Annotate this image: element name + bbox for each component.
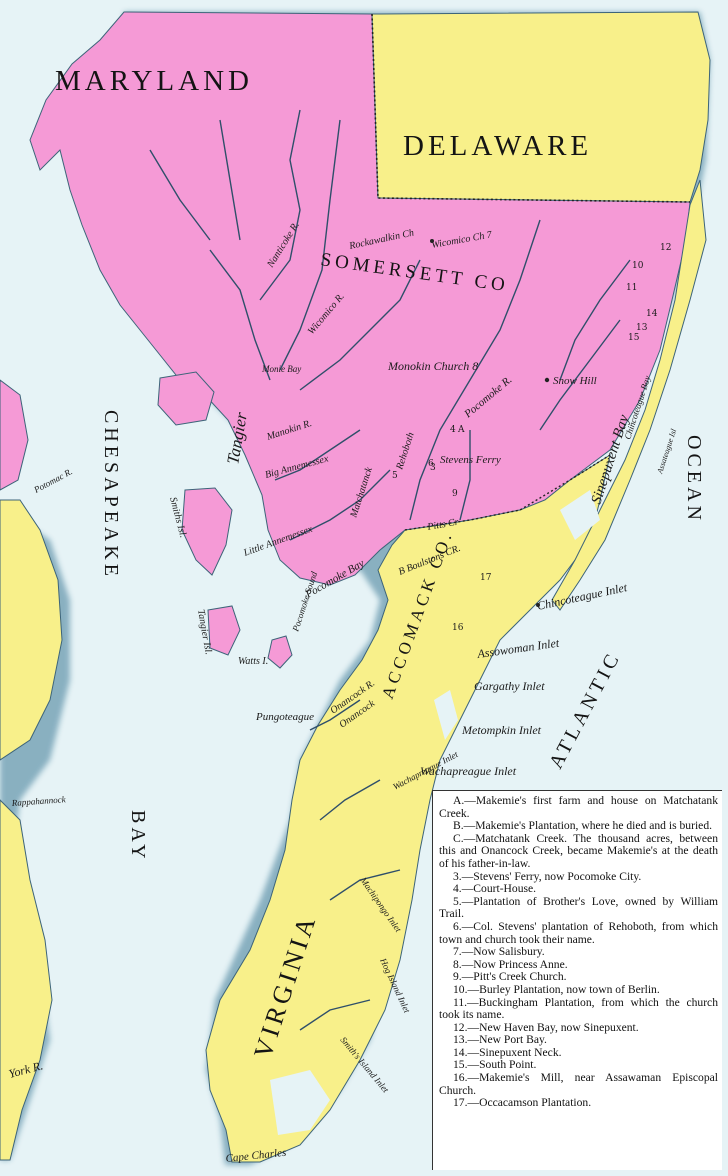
western-shore-south [0, 799, 53, 1161]
legend-entry: 13.—New Port Bay. [453, 1033, 547, 1047]
marker-14: 14 [646, 309, 658, 319]
marker-11: 11 [626, 283, 637, 293]
watts-island [267, 635, 293, 669]
legend: A.—Makemie's first farm and house on Mat… [432, 790, 722, 1170]
legend-entry: 16.—Makemie's Mill, near Assawaman Episc… [439, 1071, 718, 1097]
legend-entry: 12.—New Haven Bay, now Sinepuxent. [453, 1020, 639, 1034]
legend-entry: 7.—Now Salisbury. [453, 945, 545, 959]
label-pungoteague: Pungoteague [255, 711, 314, 723]
legend-entry: A.—Makemie's first farm and house on Mat… [439, 794, 718, 820]
marker-12: 12 [660, 243, 671, 253]
western-shore-north [0, 499, 63, 761]
legend-entry: 17.—Occacamson Plantation. [453, 1096, 592, 1110]
maryland-region [29, 11, 691, 586]
legend-entry: 3.—Stevens' Ferry, now Pocomoke City. [453, 869, 642, 883]
legend-entry: 8.—Now Princess Anne. [453, 957, 568, 971]
marker-6: 6 [428, 459, 434, 469]
legend-entry: 11.—Buckingham Plantation, from which th… [439, 995, 718, 1022]
marker-9: 9 [452, 489, 458, 499]
town-wicomico [430, 239, 434, 243]
legend-entry: 5.—Plantation of Brother's Love, owned b… [439, 894, 718, 921]
legend-entry: 9.—Pitt's Creek Church. [453, 970, 567, 984]
western-shore-pink [0, 379, 29, 491]
number-markers: 3 4 5 6 9 10 11 12 13 14 15 16 17 A [392, 243, 671, 633]
assateague-island [551, 179, 707, 611]
town-chincoteague [536, 603, 540, 607]
virginia-boundary [404, 454, 611, 531]
label-rappahannock: Rappahannock [10, 794, 67, 808]
label-monie: Monie Bay [261, 364, 301, 374]
marker-3: 3 [430, 463, 436, 473]
legend-entry: 15.—South Point. [453, 1058, 537, 1072]
bloodsworth-island [157, 371, 215, 426]
legend-entry: 10.—Burley Plantation, now town of Berli… [453, 982, 660, 996]
marker-10: 10 [632, 261, 644, 271]
tangier-island [207, 605, 241, 656]
label-delaware: DELAWARE [403, 130, 592, 162]
label-ocean: OCEAN [683, 435, 705, 524]
label-chesapeake: CHESAPEAKE [100, 410, 122, 580]
label-metompkin-inlet: Metompkin Inlet [461, 723, 542, 737]
marker-15: 15 [628, 333, 640, 343]
inner-bay [270, 1070, 330, 1135]
marker-13: 13 [636, 323, 648, 333]
legend-entry: B.—Makemie's Plantation, where he died a… [453, 819, 713, 833]
marker-4: 4 [450, 425, 456, 435]
label-snow-hill: Snow Hill [553, 375, 597, 387]
marker-17: 17 [480, 573, 492, 583]
delaware-boundary [371, 13, 691, 203]
inner-bay-3 [560, 490, 600, 540]
marker-16: 16 [452, 623, 464, 633]
label-wachapreague-inlet: Wachapreague Inlet [420, 764, 517, 778]
label-gargathy-inlet: Gargathy Inlet [474, 679, 545, 693]
legend-entry: 4.—Court-House. [453, 882, 537, 896]
virginia-region [205, 453, 611, 1163]
label-monokin-church: Monokin Church 8 [387, 359, 478, 373]
label-watts: Watts I. [238, 656, 268, 667]
label-stevens-ferry: Stevens Ferry [440, 454, 501, 466]
marker-a: A [457, 425, 465, 435]
label-bay: BAY [127, 810, 149, 862]
legend-entry: C.—Matchatank Creek. The thousand acres,… [439, 831, 718, 870]
legend-entry: 6.—Col. Stevens' plantation of Rehoboth,… [439, 919, 718, 946]
legend-entry: 14.—Sinepuxent Neck. [453, 1045, 562, 1059]
inner-bay-2 [434, 690, 458, 740]
town-dots [430, 239, 550, 607]
rivers [149, 109, 631, 1031]
label-maryland: MARYLAND [55, 65, 253, 97]
town-snow-hill [544, 377, 550, 383]
smiths-island [181, 487, 233, 576]
marker-5: 5 [392, 471, 398, 481]
delaware-region [371, 11, 711, 203]
